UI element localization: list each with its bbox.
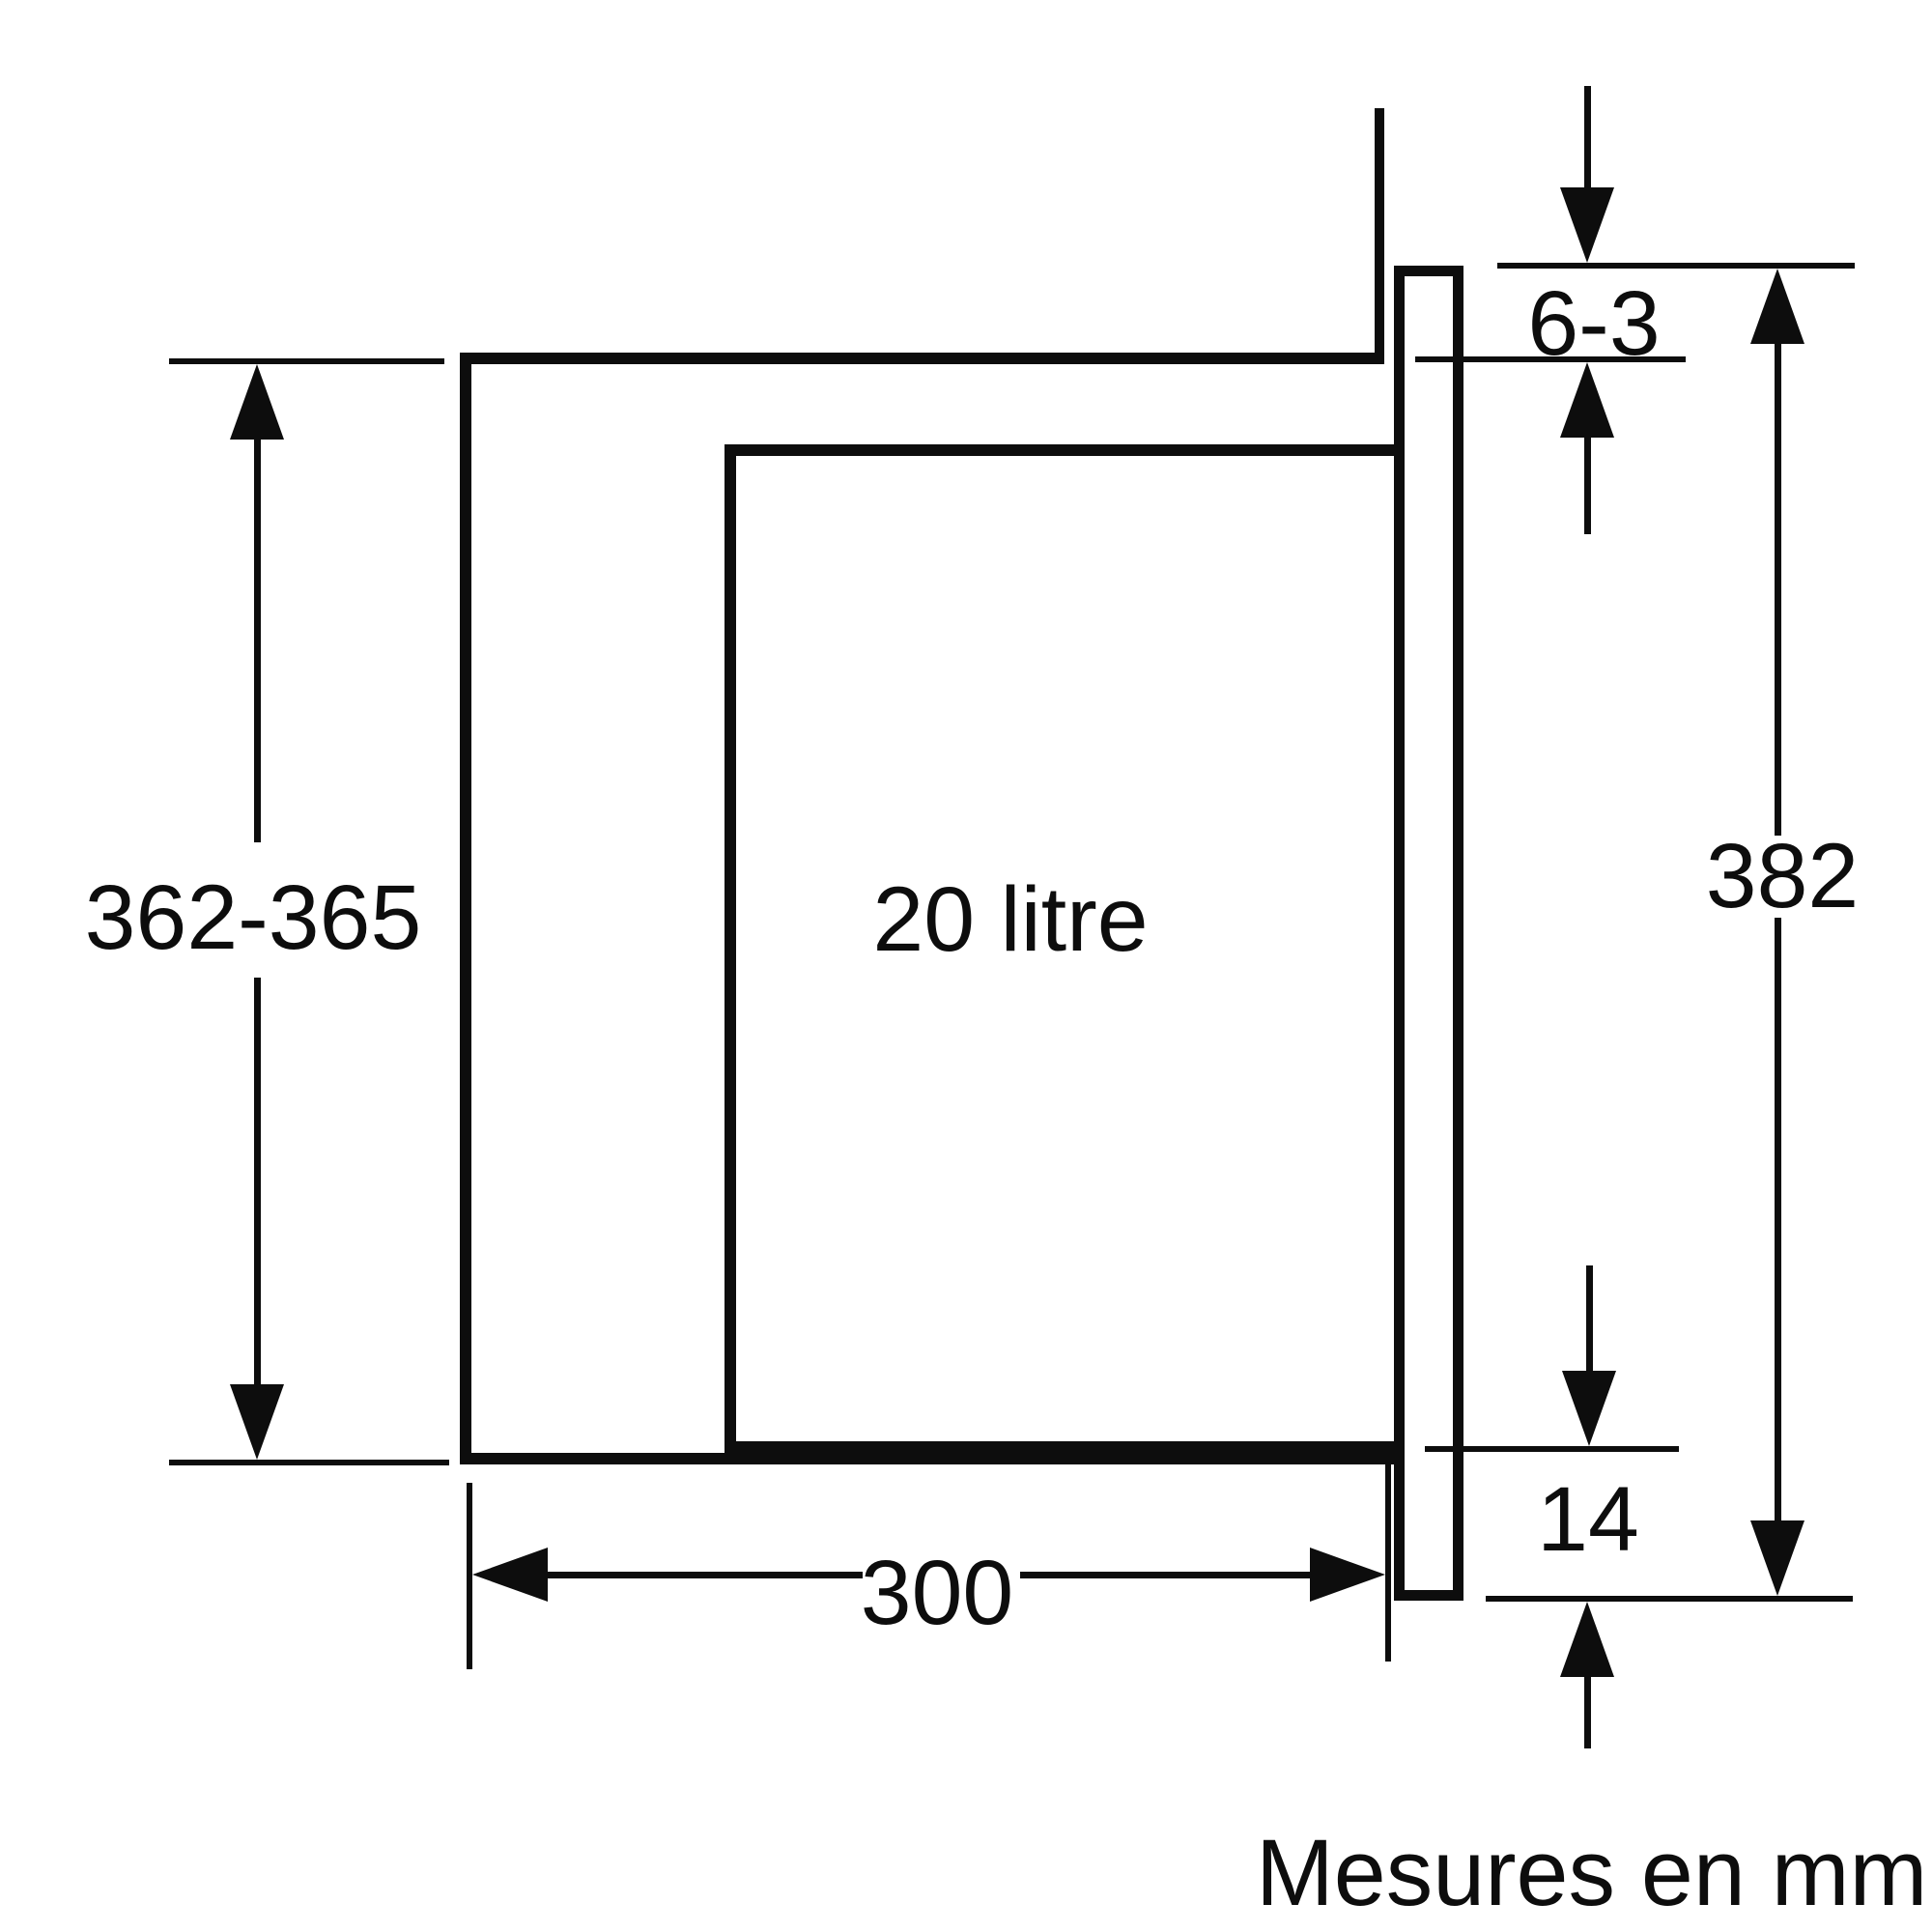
niche-height-label: 362-365	[84, 867, 422, 969]
niche-depth-tick-left	[467, 1483, 472, 1669]
niche-height-tick-bottom	[169, 1460, 449, 1465]
niche-height-arrow-up	[230, 364, 284, 440]
top-gap-arrow-up-shaft	[1584, 435, 1591, 534]
front-height-label: 382	[1705, 825, 1860, 927]
niche-depth-shaft-right	[1020, 1572, 1312, 1578]
overhang-arrow-down	[1562, 1371, 1616, 1446]
top-gap-arrow-up	[1560, 362, 1614, 438]
niche-height-arrow-down	[230, 1384, 284, 1460]
niche-height-shaft-upper	[254, 437, 261, 842]
niche-depth-arrow-left	[472, 1548, 548, 1602]
overhang-label: 14	[1537, 1468, 1639, 1571]
niche-depth-label: 300	[860, 1542, 1014, 1644]
cabinet-front-wall-line	[1375, 108, 1384, 364]
top-gap-arrow-down-shaft	[1584, 86, 1591, 190]
top-gap-tick-lower	[1415, 356, 1686, 362]
niche-height-shaft-lower	[254, 978, 261, 1386]
front-height-shaft-lower	[1775, 918, 1781, 1522]
overhang-arrow-down-shaft	[1586, 1265, 1593, 1374]
top-gap-tick-upper	[1497, 263, 1855, 269]
niche-left-wall	[460, 353, 471, 1464]
niche-depth-tick-right	[1385, 1456, 1391, 1662]
top-gap-label: 6-3	[1527, 272, 1661, 375]
front-height-shaft-upper	[1775, 342, 1781, 836]
niche-depth-arrow-right	[1310, 1548, 1385, 1602]
niche-depth-shaft-left	[546, 1572, 863, 1578]
overhang-arrow-up-shaft	[1584, 1676, 1591, 1748]
appliance-top-line	[724, 444, 1398, 456]
niche-height-tick-top	[169, 358, 444, 364]
niche-top-line	[460, 353, 1384, 364]
front-height-arrow-up	[1750, 269, 1804, 344]
door-panel	[1394, 266, 1463, 1601]
overhang-tick-upper	[1425, 1446, 1679, 1452]
appliance-bottom-line	[724, 1441, 1398, 1453]
overhang-tick-lower	[1486, 1596, 1853, 1602]
units-caption: Mesures en mm	[1256, 1820, 1928, 1925]
overhang-arrow-up	[1560, 1602, 1614, 1677]
appliance-left-wall	[724, 444, 736, 1453]
niche-bottom-line	[460, 1453, 1394, 1464]
top-gap-arrow-down	[1560, 187, 1614, 263]
capacity-label: 20 litre	[872, 868, 1149, 971]
front-height-arrow-down	[1750, 1520, 1804, 1596]
